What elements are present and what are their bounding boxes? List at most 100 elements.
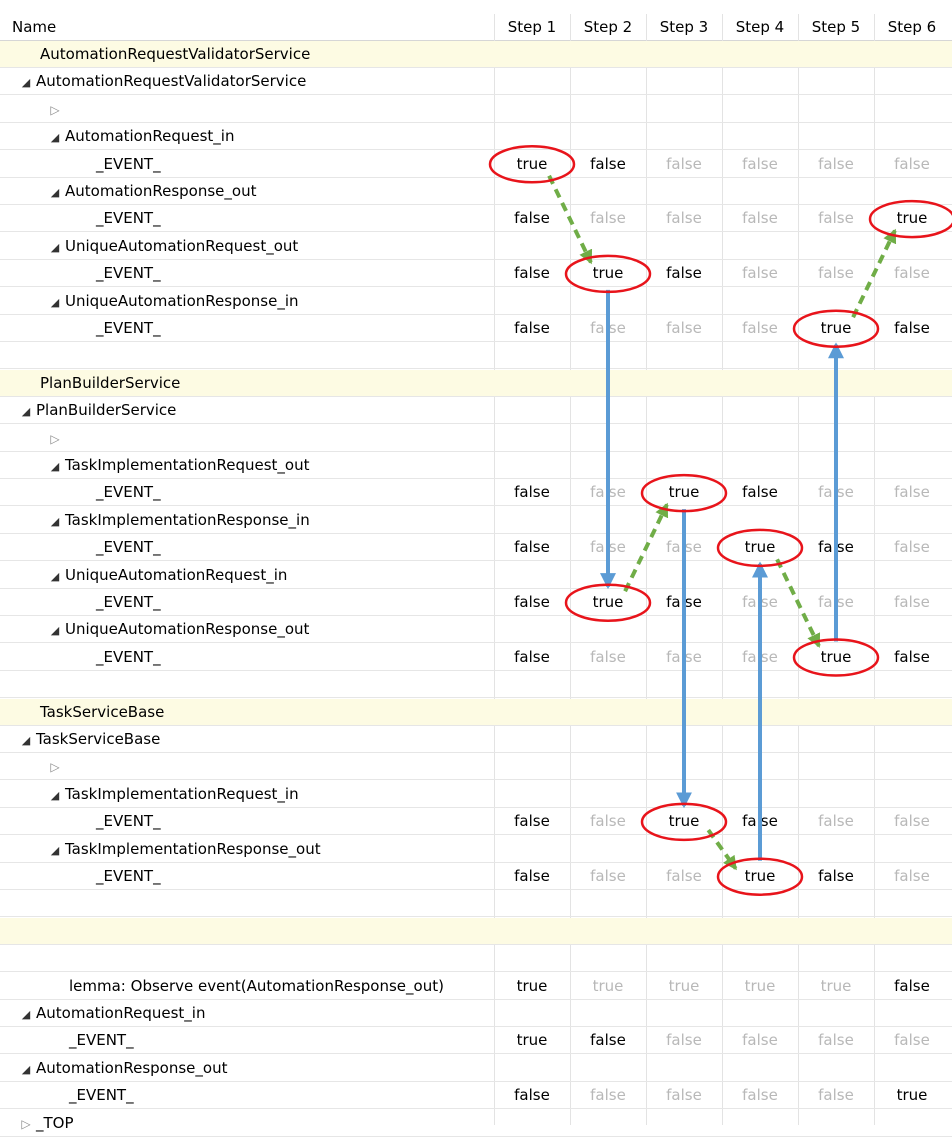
step-value-cell: false bbox=[818, 1031, 854, 1050]
tree-node-row[interactable]: ▷ bbox=[0, 96, 952, 123]
collapse-triangle-icon[interactable]: ◢ bbox=[21, 1008, 31, 1021]
expand-triangle-icon[interactable]: ▷ bbox=[50, 760, 60, 775]
step-value-cell: false bbox=[742, 264, 778, 283]
tree-node-row[interactable]: ◢AutomationRequestValidatorService bbox=[0, 68, 952, 96]
table-header: Name Step 1 Step 2 Step 3 Step 4 Step 5 Step … bbox=[0, 14, 952, 41]
tree-node-row[interactable]: ◢TaskServiceBase bbox=[0, 726, 952, 753]
tree-node-label: AutomationRequest_in bbox=[65, 127, 235, 146]
tree-node-row[interactable]: ◢UniqueAutomationRequest_out bbox=[0, 233, 952, 260]
tree-node-row[interactable]: ◢TaskImplementationResponse_out bbox=[0, 836, 952, 863]
blank-row bbox=[0, 890, 952, 918]
step-value-cell: true bbox=[592, 264, 624, 283]
step-value-cell: false bbox=[514, 812, 550, 831]
collapse-triangle-icon[interactable]: ◢ bbox=[50, 131, 60, 145]
tree-node-row[interactable]: ◢AutomationRequest_in bbox=[0, 1000, 952, 1027]
leaf-label: _EVENT_ bbox=[69, 1086, 134, 1105]
tree-node: ◢PlanBuilderService bbox=[16, 397, 177, 424]
collapse-triangle-icon[interactable]: ◢ bbox=[50, 569, 60, 583]
leaf-label: lemma: Observe event(AutomationResponse_… bbox=[69, 976, 444, 995]
step-column-header[interactable]: Step 5 bbox=[811, 18, 861, 36]
column-divider bbox=[570, 14, 571, 1125]
collapse-triangle-icon[interactable]: ◢ bbox=[50, 788, 60, 802]
tree-node-row[interactable]: ◢PlanBuilderService bbox=[0, 397, 952, 425]
tree-node-row[interactable]: ◢TaskImplementationResponse_in bbox=[0, 507, 952, 534]
step-value-cell: false bbox=[666, 209, 702, 228]
step-column-header[interactable]: Step 4 bbox=[735, 18, 785, 36]
step-value-cell: false bbox=[590, 812, 626, 831]
step-value-cell: true bbox=[592, 593, 624, 611]
column-divider bbox=[874, 14, 875, 1125]
step-value-cell: false bbox=[590, 154, 626, 173]
step-column-header[interactable]: Step 6 bbox=[887, 18, 937, 36]
collapse-triangle-icon[interactable]: ◢ bbox=[50, 186, 60, 199]
collapse-triangle-icon[interactable]: ◢ bbox=[50, 240, 60, 254]
tree-node-label: AutomationResponse_out bbox=[65, 182, 257, 200]
step-column-header[interactable]: Step 1 bbox=[507, 18, 557, 36]
tree-node-row[interactable]: ◢ AutomationResponse_out bbox=[0, 178, 952, 205]
step-value-cell: true bbox=[668, 483, 700, 502]
leaf-label: _EVENT_ bbox=[96, 593, 161, 611]
collapse-triangle-icon[interactable]: ◢ bbox=[50, 460, 60, 473]
tree-node: ◢AutomationRequestValidatorService bbox=[16, 68, 307, 95]
collapse-triangle-icon[interactable]: ◢ bbox=[21, 1062, 31, 1076]
tree-node: ◢ AutomationResponse_out bbox=[45, 178, 257, 205]
step-value-cell: false bbox=[666, 264, 702, 283]
tree-node-row[interactable]: ▷ bbox=[0, 753, 952, 781]
step-value-cell: false bbox=[590, 538, 626, 557]
step-value-cell: true bbox=[516, 976, 548, 995]
section-row[interactable]: PlanBuilderService bbox=[0, 369, 952, 397]
tree-node: ◢UniqueAutomationResponse_out bbox=[45, 616, 310, 643]
collapse-triangle-icon[interactable]: ◢ bbox=[50, 843, 60, 857]
expand-triangle-icon[interactable]: ▷ bbox=[21, 1116, 31, 1131]
tree-node-row[interactable]: ◢UniqueAutomationRequest_in bbox=[0, 562, 952, 589]
step-value-cell: false bbox=[742, 1031, 778, 1050]
step-value-cell: true bbox=[744, 867, 776, 885]
section-label: TaskServiceBase bbox=[40, 702, 165, 721]
tree-node-row[interactable]: ◢UniqueAutomationResponse_out bbox=[0, 616, 952, 644]
collapse-triangle-icon[interactable]: ◢ bbox=[21, 76, 31, 90]
tree-node-row[interactable]: ▷ bbox=[0, 425, 952, 452]
step-value-cell: true bbox=[820, 976, 852, 995]
section-label: PlanBuilderService bbox=[40, 373, 181, 392]
name-column-header[interactable]: Name bbox=[12, 18, 57, 36]
leaf-label: _EVENT_ bbox=[96, 867, 161, 885]
table-row[interactable]: lemma: Observe event(AutomationResponse_… bbox=[0, 973, 952, 1000]
tree-node-row[interactable]: ▷_TOP bbox=[0, 1110, 952, 1137]
expand-triangle-icon[interactable]: ▷ bbox=[50, 431, 60, 446]
collapse-triangle-icon[interactable]: ◢ bbox=[50, 295, 60, 309]
step-column-header[interactable]: Step 3 bbox=[659, 18, 709, 36]
tree-node-row[interactable]: ◢ AutomationRequest_in bbox=[0, 123, 952, 151]
collapse-triangle-icon[interactable]: ◢ bbox=[50, 624, 60, 638]
section-row[interactable]: TaskServiceBase bbox=[0, 698, 952, 726]
tree-node-row[interactable]: ◢AutomationResponse_out bbox=[0, 1055, 952, 1082]
collapse-triangle-icon[interactable]: ◢ bbox=[21, 734, 31, 747]
step-column-header[interactable]: Step 2 bbox=[583, 18, 633, 36]
step-value-cell: false bbox=[666, 538, 702, 557]
step-value-cell: false bbox=[894, 538, 930, 557]
step-value-cell: false bbox=[742, 593, 778, 611]
leaf-label: _EVENT_ bbox=[96, 812, 161, 831]
tree-node-row[interactable]: ◢TaskImplementationRequest_in bbox=[0, 781, 952, 808]
expand-triangle-icon[interactable]: ▷ bbox=[50, 102, 60, 117]
step-value-cell: false bbox=[894, 867, 930, 885]
section-row[interactable] bbox=[0, 917, 952, 945]
step-value-cell: false bbox=[894, 593, 930, 611]
section-row[interactable]: AutomationRequestValidatorService bbox=[0, 41, 952, 68]
tree-node-row[interactable]: ◢TaskImplementationRequest_out bbox=[0, 452, 952, 479]
column-divider bbox=[494, 14, 495, 1125]
tree-node-row[interactable]: ◢UniqueAutomationResponse_in bbox=[0, 288, 952, 315]
collapse-triangle-icon[interactable]: ◢ bbox=[50, 514, 60, 528]
collapse-triangle-icon[interactable]: ◢ bbox=[21, 405, 31, 419]
